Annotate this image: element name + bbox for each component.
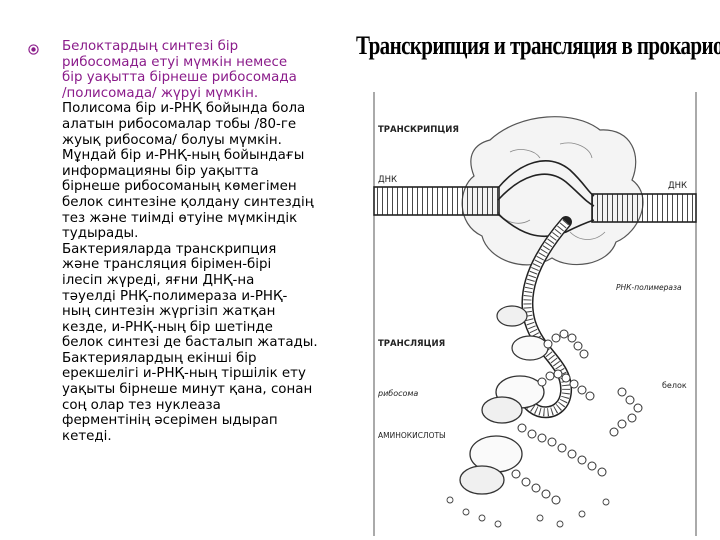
label-translation: ТРАНСЛЯЦИЯ <box>378 339 445 349</box>
label-dnk-right: ДНК <box>668 181 687 191</box>
amino-acids <box>447 497 609 527</box>
label-amino-acids: АМИНОКИСЛОТЫ <box>378 431 446 440</box>
dna-right-strand <box>592 194 696 222</box>
paragraph-polysome-intro: Белоктардың синтезі бір рибосомада етуі … <box>62 39 348 101</box>
label-dnk-left: ДНК <box>378 175 397 185</box>
bullet-icon <box>28 44 39 55</box>
body-text: Белоктардың синтезі бір рибосомада етуі … <box>62 39 348 444</box>
label-rnk-polymerase: РНК-полимераза <box>616 283 682 292</box>
paragraph-polysome-details: Полисома бір и-РНҚ бойында бола алатын р… <box>62 101 348 444</box>
label-transcription: ТРАНСКРИПЦИЯ <box>378 125 459 135</box>
figure-title: Транскрипция и трансляция в прокариотах <box>356 30 710 61</box>
label-protein: белок <box>662 381 687 390</box>
dna-left-strand <box>374 187 499 215</box>
label-ribosome: рибосома <box>377 389 418 398</box>
transcription-translation-diagram: ТРАНСКРИПЦИЯ ДНК ДНК РНК-полимераза ТРАН… <box>370 92 710 536</box>
